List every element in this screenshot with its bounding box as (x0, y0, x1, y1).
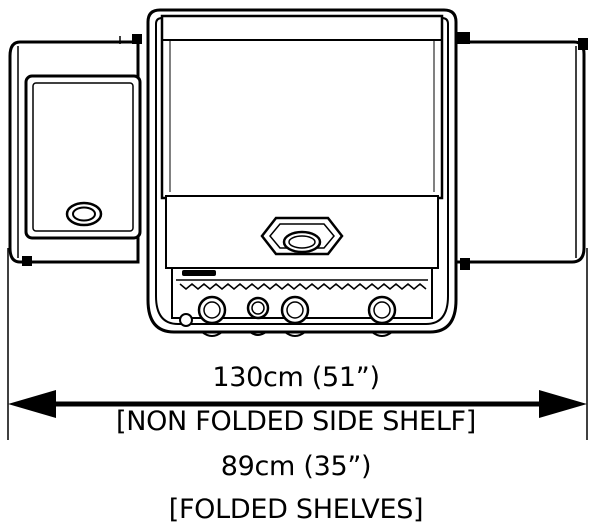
extension-lines (7, 248, 588, 440)
right-side-shelf (451, 32, 588, 270)
unfolded-width-label: 130cm (51”) (212, 362, 380, 393)
unfolded-note-label: [NON FOLDED SIDE SHELF] (115, 406, 477, 437)
folded-note-label: [FOLDED SHELVES] (168, 494, 424, 525)
side-burner-lid (24, 74, 142, 240)
dimension-arrow (8, 390, 587, 418)
folded-width-label: 89cm (35”) (220, 451, 372, 482)
main-grill-body (146, 8, 458, 337)
